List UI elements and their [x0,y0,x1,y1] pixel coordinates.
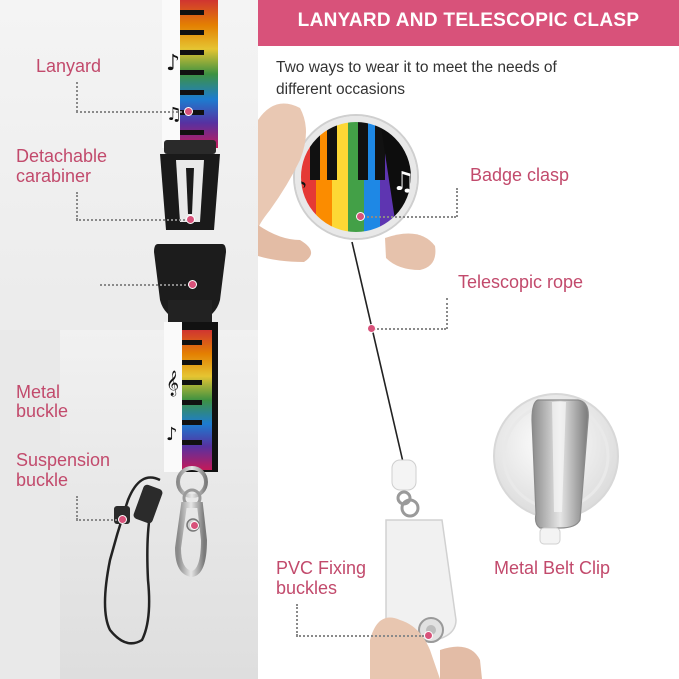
label-badge-clasp: Badge clasp [470,165,570,185]
leader-suspension-v [76,496,78,520]
lanyard-strap-lower: 𝄞 ♪ [164,322,218,472]
badge-reel: ♪ ♫ [290,114,419,240]
hand-lower [370,617,482,679]
marker-suspension [118,515,127,524]
telescopic-rope-line [351,241,404,463]
marker-lanyard [184,107,193,116]
svg-text:♪: ♪ [166,424,178,445]
leader-lanyard-h [76,111,186,113]
header-title: LANYARD AND TELESCOPIC CLASP [297,10,640,31]
header-banner: LANYARD AND TELESCOPIC CLASP [258,0,679,46]
leader-rope-v [446,298,448,329]
right-panel-background [258,0,679,679]
leader-lanyard-v [76,82,78,112]
leader-pvc-h [296,635,424,637]
marker-pvc [424,631,433,640]
label-metal-buckle-line1: Metal [16,382,61,402]
label-carabiner-line1: Detachable [16,146,108,166]
svg-text:𝄞: 𝄞 [166,370,179,396]
belt-clip-reel [493,393,619,545]
label-metal-belt-clip: Metal Belt Clip [494,558,611,578]
pvc-strap [385,459,457,643]
suspension-cord [103,476,163,645]
label-telescopic-rope: Telescopic rope [458,272,584,292]
label-lanyard: Lanyard [36,56,102,76]
leader-suspension-h [76,519,120,521]
svg-text:♫: ♫ [392,167,415,197]
leader-rope-h [374,328,446,330]
label-suspension-line1: Suspension [16,450,111,470]
leader-badge-clasp-v [456,188,458,217]
svg-text:♪: ♪ [166,51,180,76]
marker-metal-buckle [190,521,199,530]
label-pvc-line1: PVC Fixing [276,558,367,578]
marker-carabiner [186,215,195,224]
svg-text:♪: ♪ [290,174,308,207]
leader-socket-h [100,284,190,286]
label-pvc-line2: buckles [276,578,338,598]
subtitle: Two ways to wear it to meet the needs of… [276,59,557,98]
marker-socket [188,280,197,289]
svg-text:♫: ♫ [166,104,182,125]
leader-badge-clasp-h [360,216,456,218]
marker-badge-clasp [356,212,365,221]
marker-rope [367,324,376,333]
leader-carabiner-h [76,219,188,221]
carabiner-buckle [160,140,220,230]
label-metal-buckle-line2: buckle [16,401,69,421]
lanyard-strap-upper: ♪ ♫ [162,0,218,148]
label-suspension-line2: buckle [16,470,69,490]
hand-upper [258,103,436,270]
leader-carabiner-v [76,192,78,220]
label-carabiner-line2: carabiner [16,166,92,186]
leader-pvc-v [296,604,298,636]
